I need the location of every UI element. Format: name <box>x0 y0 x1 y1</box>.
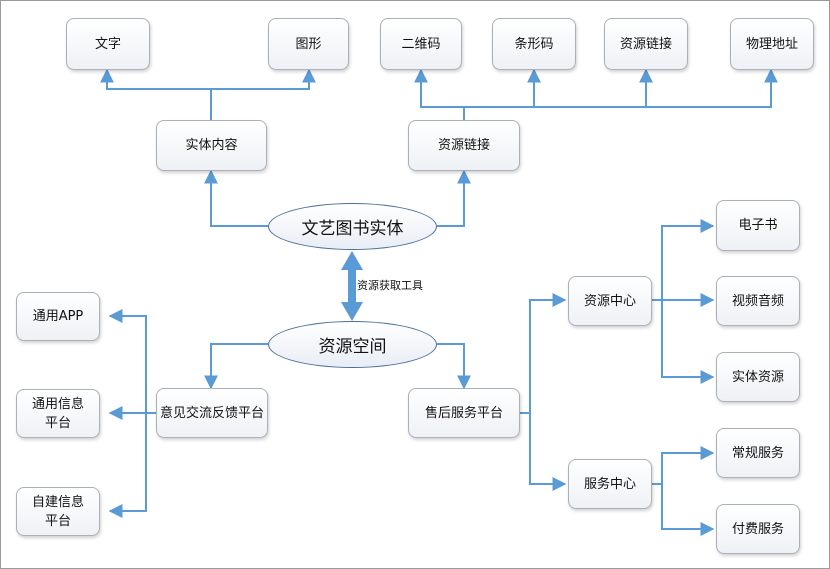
node-resource-center-label: 资源中心 <box>583 293 636 309</box>
node-text[interactable]: 文字 <box>66 18 150 70</box>
edge-rc-to-ebook <box>652 219 715 301</box>
tool-double-arrow <box>341 251 363 321</box>
node-after-sales-platform-label: 售后服务平台 <box>424 405 503 421</box>
edge-links-to-barcode <box>464 68 541 108</box>
edge-links-to-address <box>646 68 778 108</box>
edge-sc-to-paid <box>661 484 715 536</box>
node-literary-book-entity[interactable]: 文艺图书实体 <box>268 203 437 250</box>
node-general-info-platform[interactable]: 通用信息平台 <box>16 389 100 438</box>
edge-space-to-aftersales <box>437 343 471 390</box>
resource-tool-label: 资源获取工具 <box>357 279 423 292</box>
node-entity-content[interactable]: 实体内容 <box>156 120 267 171</box>
edge-feedback-to-platforms <box>108 309 156 414</box>
node-literary-book-entity-label: 文艺图书实体 <box>301 219 404 239</box>
node-ebook-label: 电子书 <box>738 218 778 233</box>
node-barcode[interactable]: 条形码 <box>492 18 576 70</box>
node-feedback-platform-label: 意见交流反馈平台 <box>159 405 264 421</box>
node-regular-service-label: 常规服务 <box>731 445 784 461</box>
node-qrcode-label: 二维码 <box>401 36 441 52</box>
node-general-app-label: 通用APP <box>32 309 84 324</box>
node-text-label: 文字 <box>94 36 121 52</box>
edge-feedback-to-own-info <box>108 413 147 518</box>
node-regular-service[interactable]: 常规服务 <box>716 428 800 478</box>
edge-content-to-graphic <box>211 68 316 90</box>
node-barcode-label: 条形码 <box>514 36 554 52</box>
node-own-info-platform[interactable]: 自建信息平台 <box>16 487 100 536</box>
node-graphic-label: 图形 <box>295 36 322 52</box>
node-feedback-platform[interactable]: 意见交流反馈平台 <box>156 388 268 438</box>
node-paid-service-label: 付费服务 <box>731 521 784 537</box>
node-physical-address-label: 物理地址 <box>745 36 798 52</box>
edge-aftersales-to-resource-center <box>520 293 567 414</box>
node-paid-service[interactable]: 付费服务 <box>716 504 800 554</box>
edge-links-to-qrcode <box>414 68 465 120</box>
node-qrcode[interactable]: 二维码 <box>380 18 462 70</box>
node-video-audio[interactable]: 视频音频 <box>716 276 800 326</box>
edge-rc-to-physical <box>661 300 715 384</box>
node-resource-links-label: 资源链接 <box>437 138 490 153</box>
node-physical-resources[interactable]: 实体资源 <box>716 352 800 402</box>
node-ebook[interactable]: 电子书 <box>716 200 800 251</box>
edge-aftersales-to-service-center <box>529 413 567 491</box>
edge-space-to-feedback <box>204 343 268 390</box>
edge-entity-to-content <box>204 169 268 227</box>
node-resource-space[interactable]: 资源空间 <box>268 321 437 368</box>
node-physical-resources-label: 实体资源 <box>731 369 784 385</box>
node-graphic[interactable]: 图形 <box>268 18 349 70</box>
node-resource-link-child[interactable]: 资源链接 <box>604 18 688 70</box>
node-service-center[interactable]: 服务中心 <box>568 459 652 509</box>
node-resource-link-child-label: 资源链接 <box>619 36 672 52</box>
node-own-info-platform-label: 自建信息平台 <box>31 494 84 529</box>
node-resource-center[interactable]: 资源中心 <box>568 276 652 326</box>
node-physical-address[interactable]: 物理地址 <box>730 18 814 70</box>
node-video-audio-label: 视频音频 <box>731 293 784 309</box>
node-entity-content-label: 实体内容 <box>185 138 238 153</box>
edge-content-to-text <box>100 68 212 120</box>
edge-entity-to-links <box>437 169 471 227</box>
node-general-info-platform-label: 通用信息平台 <box>31 396 84 431</box>
node-resource-space-label: 资源空间 <box>318 337 387 357</box>
edge-sc-to-regular <box>652 446 715 485</box>
node-after-sales-platform[interactable]: 售后服务平台 <box>408 388 520 438</box>
edge-links-to-link <box>534 68 653 108</box>
node-service-center-label: 服务中心 <box>583 476 636 492</box>
node-resource-links[interactable]: 资源链接 <box>408 120 520 171</box>
node-general-app[interactable]: 通用APP <box>16 292 100 341</box>
